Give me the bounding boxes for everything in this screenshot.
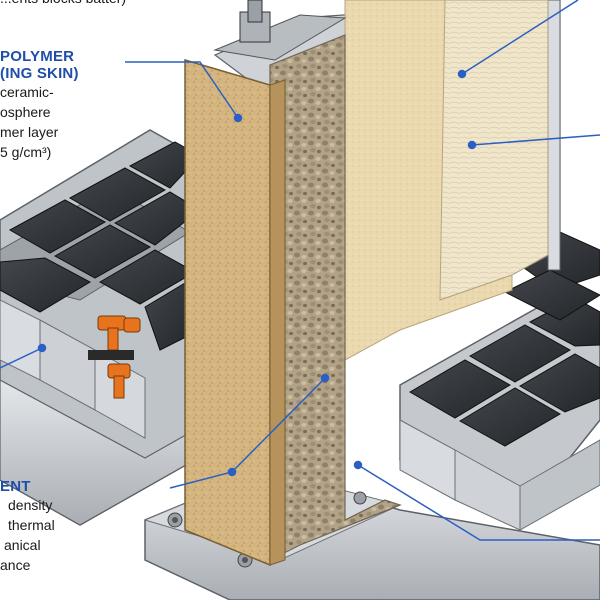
gravel-desc-line: anical <box>4 537 41 553</box>
polymer-desc-line: mer layer <box>0 124 59 140</box>
gravel-desc-line: density <box>8 497 53 513</box>
polymer-desc-line: 5 g/cm³) <box>0 144 52 160</box>
gravel-desc-line: thermal <box>8 517 55 533</box>
gravel-desc-line: ance <box>0 557 31 573</box>
left-battery-cells <box>0 141 201 351</box>
right-battery-tray <box>399 231 600 531</box>
left-battery-tray <box>0 129 231 526</box>
polymer-skin-label: POLYMER (ING SKIN) ceramic- osphere mer … <box>0 48 125 162</box>
top-partial-caption: ...ents blocks batter) <box>0 0 126 8</box>
polymer-title-line2: (ING SKIN) <box>0 65 79 82</box>
gravel-layer-label: ENT density thermal anical ance <box>0 478 165 575</box>
bolt-icon <box>167 512 183 528</box>
leader-lines <box>0 0 600 541</box>
gravel-title: ENT <box>0 478 31 495</box>
polymer-title-line1: POLYMER <box>0 48 75 65</box>
orange-connectors <box>88 315 141 399</box>
wall-layers <box>184 0 561 567</box>
polymer-desc-line: ceramic- <box>0 84 54 100</box>
polymer-desc-line: osphere <box>0 104 51 120</box>
